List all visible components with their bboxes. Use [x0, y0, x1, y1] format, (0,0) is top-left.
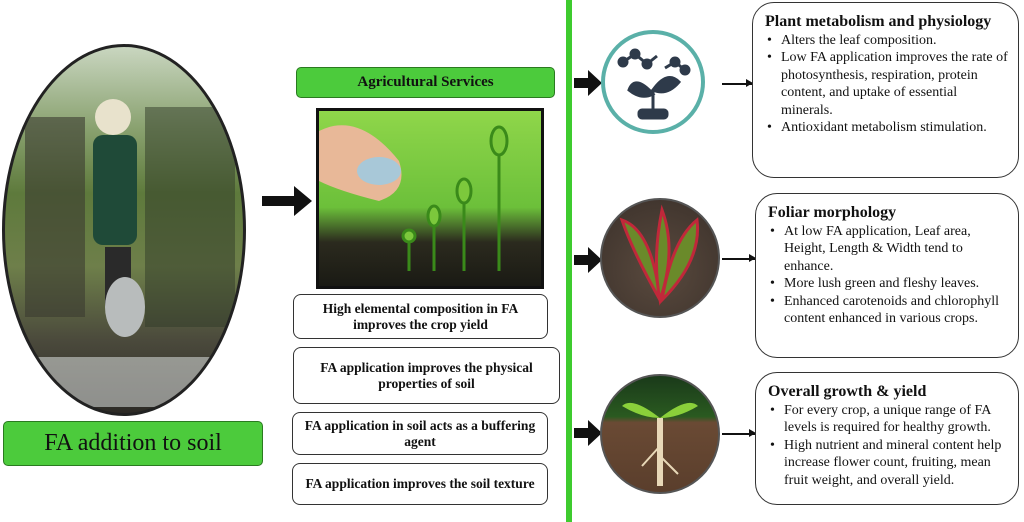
box-title: Foliar morphology	[768, 204, 897, 221]
bullet: For every crop, a unique range of FA lev…	[770, 402, 1008, 437]
right-arrow-icon	[574, 420, 602, 446]
info-box-crop-yield: High elemental composition in FA improve…	[293, 294, 548, 339]
bullet: Enhanced carotenoids and chlorophyll con…	[770, 293, 1008, 328]
thin-arrow-icon	[722, 255, 756, 261]
plant-metabolism-box: Plant metabolism and physiology Alters t…	[752, 2, 1019, 178]
info-box-buffering-agent: FA application in soil acts as a bufferi…	[292, 412, 548, 455]
right-arrow-icon	[574, 247, 602, 273]
seeds-in-hand-photo	[316, 108, 544, 289]
bullet: More lush green and fleshy leaves.	[770, 275, 1008, 293]
growth-yield-box: Overall growth & yield For every crop, a…	[755, 372, 1019, 505]
thin-arrow-icon	[722, 80, 753, 86]
right-arrow-icon	[574, 70, 602, 96]
gardener-spreading-fly-ash-photo	[2, 44, 246, 416]
agricultural-services-header: Agricultural Services	[296, 67, 555, 98]
bullet: Alters the leaf composition.	[767, 32, 1008, 50]
box-title: Overall growth & yield	[768, 383, 927, 400]
chard-leaf-photo	[600, 198, 720, 318]
divider-line	[566, 0, 572, 522]
seedling-root-photo	[600, 374, 720, 494]
box-title: Plant metabolism and physiology	[765, 13, 992, 30]
thin-arrow-icon	[722, 430, 756, 436]
bullet: At low FA application, Leaf area, Height…	[770, 223, 1008, 276]
bullet: Antioxidant metabolism stimulation.	[767, 119, 1008, 137]
info-box-soil-texture: FA application improves the soil texture	[292, 463, 548, 505]
right-arrow-icon	[262, 186, 312, 216]
plant-metabolism-icon	[601, 30, 705, 134]
info-box-physical-properties: FA application improves the physical pro…	[293, 347, 560, 404]
fa-addition-label: FA addition to soil	[3, 421, 263, 466]
bullet: High nutrient and mineral content help i…	[770, 437, 1008, 490]
foliar-morphology-box: Foliar morphology At low FA application,…	[755, 193, 1019, 358]
bullet: Low FA application improves the rate of …	[767, 49, 1008, 119]
